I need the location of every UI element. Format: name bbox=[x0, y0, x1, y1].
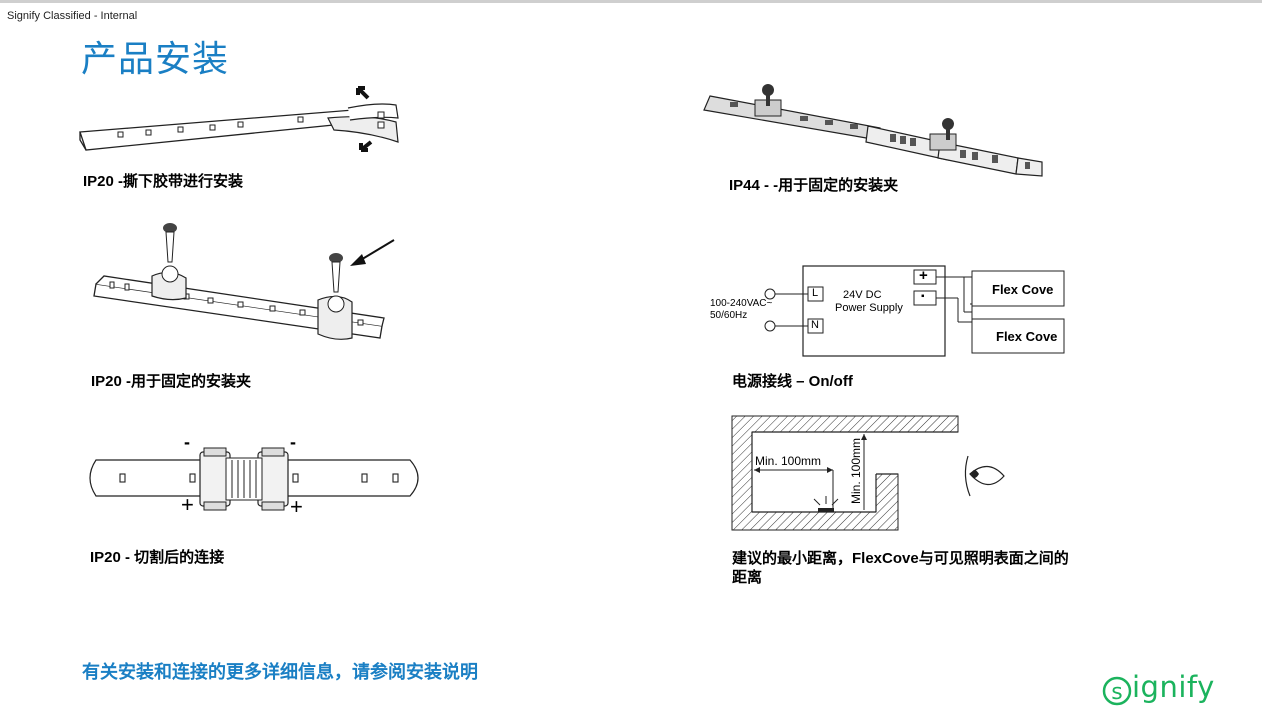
ip20-cut-caption: IP20 - 切割后的连接 bbox=[90, 549, 225, 566]
horizontal-distance-label: Min. 100mm bbox=[755, 454, 822, 468]
plus-right-label: + bbox=[290, 494, 303, 519]
distance-caption: 建议的最小距离，FlexCove与可见照明表面之间的 距离 bbox=[732, 549, 1069, 587]
signify-logo-text: ignify bbox=[1132, 670, 1215, 704]
wiring-caption: 电源接线 – On/off bbox=[732, 373, 853, 390]
ip20-tape-illustration bbox=[79, 86, 399, 152]
classification-label: Signify Classified - Internal bbox=[7, 10, 138, 22]
input-frequency-label: 50/60Hz bbox=[710, 310, 748, 321]
ip44-clip-illustration bbox=[703, 84, 1043, 177]
supply-name-label: Power Supply bbox=[835, 302, 903, 314]
signify-s-icon: s bbox=[1102, 676, 1132, 706]
output-minus-label: ▪ bbox=[921, 291, 925, 302]
distance-caption-line-1: 建议的最小距离，FlexCove与可见照明表面之间的 bbox=[732, 550, 1069, 567]
signify-logo: s ignify bbox=[1102, 670, 1232, 709]
ip44-clip-caption: IP44 - -用于固定的安装夹 bbox=[729, 177, 899, 194]
vertical-distance-label: Min. 100mm bbox=[849, 437, 863, 505]
ip20-clip-illustration bbox=[93, 223, 395, 340]
device-flex-cove-2: Flex Cove bbox=[996, 329, 1058, 344]
ip20-clip-caption: IP20 -用于固定的安装夹 bbox=[91, 373, 252, 390]
ip20-tape-caption: IP20 -撕下胶带进行安装 bbox=[83, 173, 244, 190]
supply-voltage-label: 24V DC bbox=[843, 289, 882, 301]
plus-left-label: + bbox=[181, 492, 194, 517]
wiring-diagram: 100-240VAC~ 50/60Hz L N 24V DC Power Sup… bbox=[700, 262, 1070, 362]
distance-diagram: Min. 100mm Min. 100mm bbox=[730, 414, 1010, 532]
top-divider bbox=[0, 0, 1262, 3]
device-flex-cove-1: Flex Cove bbox=[992, 282, 1054, 297]
ip20-cut-connection-diagram: - - + + bbox=[88, 432, 424, 520]
terminal-n-label: N bbox=[811, 319, 819, 331]
installation-reference-note: 有关安装和连接的更多详细信息，请参阅安装说明 bbox=[82, 662, 478, 682]
minus-right-label: - bbox=[290, 432, 296, 452]
input-voltage-label: 100-240VAC~ bbox=[710, 298, 773, 309]
output-plus-label: + bbox=[919, 267, 928, 284]
minus-left-label: - bbox=[184, 432, 190, 452]
terminal-l-label: L bbox=[812, 287, 819, 299]
svg-text:s: s bbox=[1111, 680, 1122, 705]
page-title: 产品安装 bbox=[81, 39, 230, 80]
distance-caption-line-2: 距离 bbox=[732, 569, 763, 586]
